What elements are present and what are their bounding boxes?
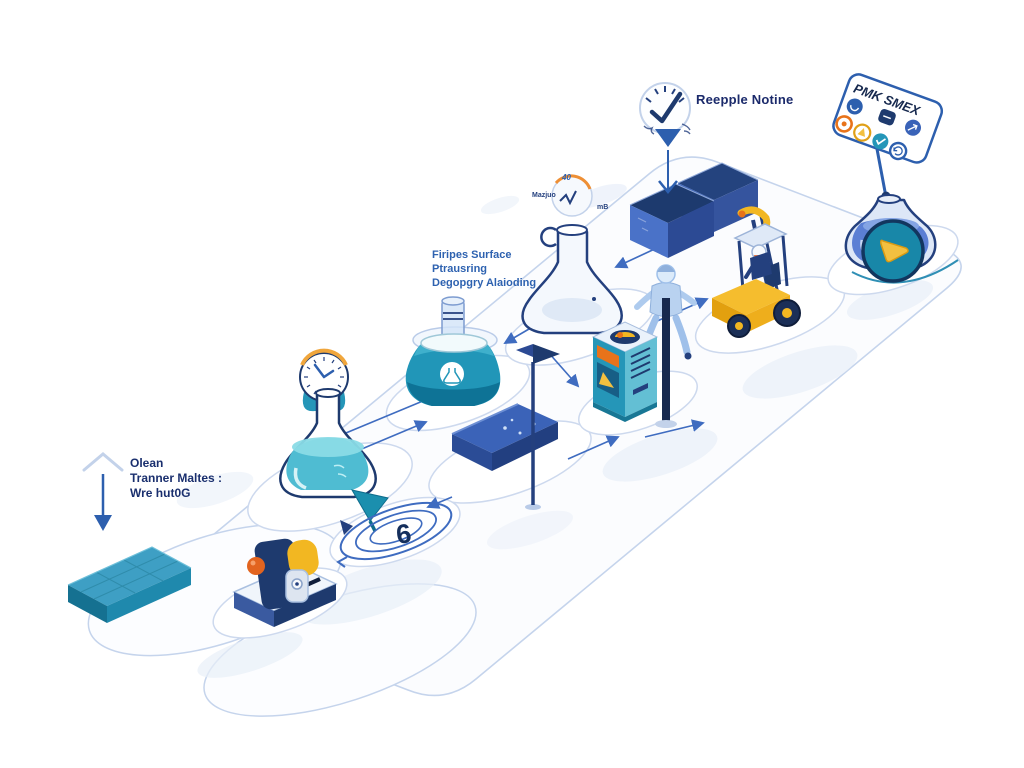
process-note: Firipes Surface Ptrausring Degopgry Alai… — [432, 248, 536, 290]
quality-gauge — [639, 82, 691, 194]
flow-arrow — [567, 435, 620, 460]
glass-flask — [521, 224, 623, 335]
forklift — [712, 206, 801, 338]
process-note-line: Firipes Surface — [432, 249, 512, 261]
forklift-driver — [744, 244, 781, 290]
flag-marker — [516, 344, 560, 510]
mixing-vat — [405, 296, 501, 406]
storage-crates — [629, 162, 759, 258]
material-note-line: Tranner Maltes : — [130, 471, 223, 485]
process-note-line: Ptrausring — [432, 263, 488, 275]
up-chevron-icon — [82, 452, 124, 472]
globe-icon — [846, 98, 863, 115]
mini-gauge-left-label: Mazjuo — [532, 192, 556, 199]
grinder-knob — [247, 557, 265, 575]
hanging-flask-station — [844, 194, 959, 284]
funnel-spout — [340, 489, 389, 535]
refresh-icon — [888, 141, 908, 161]
raw-material-slab — [67, 546, 192, 623]
play-disc — [861, 219, 925, 283]
worker-pole — [662, 298, 670, 422]
cycle-marker: 6 — [336, 501, 453, 568]
flask-logo-icon — [440, 362, 464, 386]
mini-gauge-value: 40 — [562, 173, 571, 182]
timer-icon — [551, 174, 593, 217]
process-note-line: Degopgry Alaioding — [432, 277, 537, 289]
check-needle-icon — [649, 91, 683, 124]
check-icon — [872, 133, 889, 150]
warning-triangle-icon — [599, 372, 614, 388]
material-note-arrows — [82, 452, 124, 531]
crate-front — [629, 183, 715, 258]
material-note-line: Olean — [130, 456, 164, 470]
material-note-line: Wre hut0G — [130, 486, 191, 500]
glass-flask-station — [521, 174, 623, 335]
flow-arrow — [426, 496, 453, 509]
play-icon — [880, 239, 909, 263]
cycle-number: 6 — [394, 518, 413, 550]
flow-arrow — [644, 419, 705, 438]
mini-gauge-right-label: mB — [597, 204, 609, 211]
flow-arrow — [547, 351, 580, 388]
signboard-app-icons — [835, 98, 921, 161]
teal-flask — [279, 388, 377, 499]
grinder-drum — [287, 539, 319, 577]
worker-figure — [634, 264, 697, 428]
signboard: PMK SMEX — [832, 73, 944, 201]
gauge-station-label: Reepple Notine — [696, 92, 794, 107]
sign-pole — [875, 148, 888, 198]
drop-triangle-icon — [655, 129, 681, 147]
dispenser-cabinet — [591, 321, 659, 422]
material-note: Olean Tranner Maltes : Wre hut0G — [130, 456, 222, 501]
forklift-roof — [733, 223, 788, 249]
grinder-machine — [232, 538, 338, 627]
